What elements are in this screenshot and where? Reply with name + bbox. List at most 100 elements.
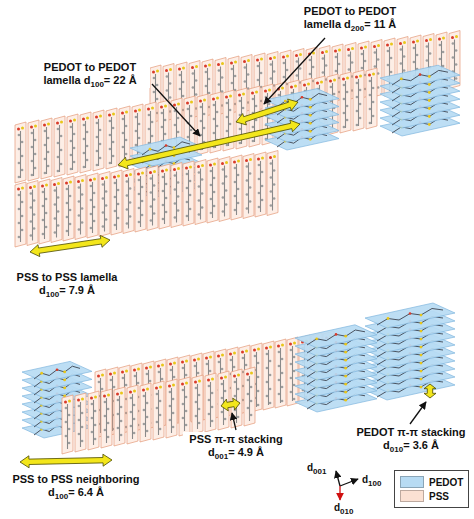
pss-atom <box>209 370 212 373</box>
pss-atom <box>18 176 21 179</box>
pss-atom <box>413 47 416 50</box>
pss-atom <box>356 110 359 113</box>
pss-atom <box>261 199 264 202</box>
pss-sulfur <box>377 44 380 47</box>
pss-atom <box>208 399 211 402</box>
pss-sulfur <box>120 392 123 395</box>
pss-atom <box>206 363 209 366</box>
pss-atom <box>30 206 33 209</box>
pss-plane <box>171 163 182 228</box>
pss-atom <box>109 162 112 165</box>
pedot-sulfur <box>309 114 312 117</box>
pss-backbone <box>85 121 86 168</box>
pss-atom <box>268 103 271 106</box>
pss-plane <box>106 108 117 169</box>
pss-oxygen <box>207 379 210 382</box>
pss-atom <box>390 57 393 60</box>
pss-sulfur <box>455 35 458 38</box>
pss-atom <box>281 386 284 389</box>
legend-swatch <box>400 476 424 488</box>
pss-oxygen <box>355 76 358 79</box>
pss-atom <box>166 75 169 78</box>
pss-atom <box>45 226 48 229</box>
pss-atom <box>117 217 120 220</box>
pss-sulfur <box>320 81 323 84</box>
pss-atom <box>260 72 263 75</box>
pss-atom <box>114 210 117 213</box>
pss-atom <box>338 63 341 66</box>
pss-sulfur <box>307 83 310 86</box>
pedot-sheet <box>22 361 92 382</box>
pss-backbone <box>72 123 73 170</box>
pss-atom <box>44 144 47 147</box>
pss-atom <box>30 192 33 195</box>
pss-oxygen <box>220 377 223 380</box>
pss-atom <box>195 415 198 418</box>
pss-atom <box>258 178 261 181</box>
subscript: 001 <box>313 467 326 476</box>
pss-atom <box>269 388 272 391</box>
pss-plane <box>123 169 134 234</box>
pss-backbone <box>56 187 57 238</box>
pss-oxygen <box>194 381 197 384</box>
pss-atom <box>65 435 68 438</box>
pss-atom <box>252 126 255 129</box>
pss-atom <box>245 364 248 367</box>
pss-atom <box>81 412 84 415</box>
pss-atom <box>322 71 325 74</box>
pss-oxygen <box>149 171 152 174</box>
pss-atom <box>369 122 372 125</box>
pss-atom <box>356 124 359 127</box>
pss-atom <box>102 211 105 214</box>
pss-atom <box>141 214 144 217</box>
pss-atom <box>270 63 273 66</box>
pss-atom <box>34 167 37 170</box>
pss-sheet <box>287 337 298 406</box>
pss-atom <box>104 429 107 432</box>
pss-atom <box>109 120 112 123</box>
pss-atom <box>141 200 144 203</box>
pss-atom <box>153 77 156 80</box>
pss-sulfur <box>189 166 192 169</box>
pss-atom <box>18 208 21 211</box>
pss-plane <box>111 170 122 235</box>
pss-sulfur <box>237 374 240 377</box>
pss-atom <box>68 442 71 445</box>
pss-backbone <box>92 182 93 233</box>
pss-sheet <box>106 108 117 169</box>
pss-atom <box>143 423 146 426</box>
pss-atom <box>126 208 129 211</box>
pss-atom <box>237 416 240 419</box>
pss-atom <box>107 422 110 425</box>
pss-sheet <box>366 68 377 129</box>
subscript: 100 <box>91 80 104 89</box>
pss-atom <box>148 128 151 131</box>
pss-atom <box>138 207 141 210</box>
pss-atom <box>120 420 123 423</box>
pss-atom <box>239 100 242 103</box>
pss-sulfur <box>161 364 164 367</box>
pss-atom <box>93 220 96 223</box>
pss-atom <box>351 61 354 64</box>
pss-atom <box>165 183 168 186</box>
pss-sheet <box>63 176 74 241</box>
pss-sheet <box>244 367 255 426</box>
pss-sulfur <box>149 366 152 369</box>
pss-atom <box>192 86 195 89</box>
pss-atom <box>33 213 36 216</box>
pss-oxygen <box>103 395 106 398</box>
pss-oxygen <box>101 177 104 180</box>
pedot-sheet <box>380 65 460 88</box>
pedot-oxygen <box>56 368 59 371</box>
pss-sulfur <box>268 89 271 92</box>
pedot-sulfur <box>420 362 423 365</box>
pss-sulfur <box>233 352 236 355</box>
pss-atom <box>166 89 169 92</box>
pss-backbone <box>197 384 198 429</box>
pss-oxygen <box>256 59 259 62</box>
pss-sulfur <box>125 111 128 114</box>
pss-oxygen <box>451 36 454 39</box>
pss-atom <box>44 130 47 133</box>
pss-atom <box>198 185 201 188</box>
pss-atom <box>133 404 136 407</box>
